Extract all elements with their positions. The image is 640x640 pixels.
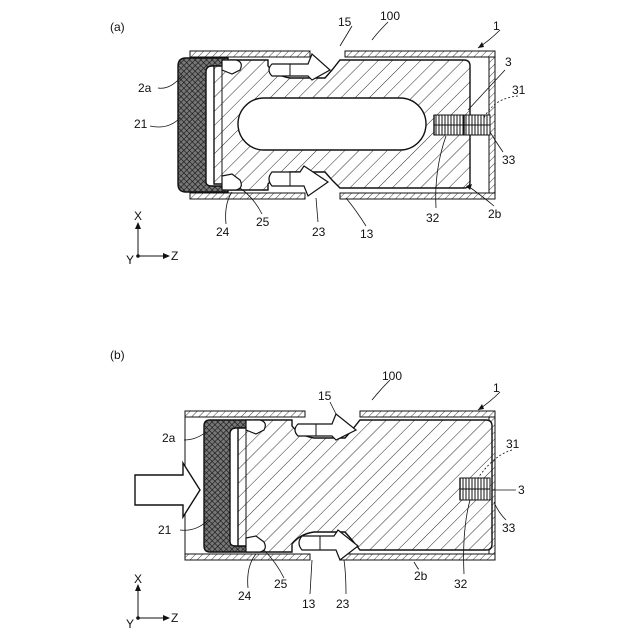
ref-2b-b: 2b [414, 569, 428, 583]
ref-23-b: 23 [336, 597, 350, 611]
ref-31-b: 31 [506, 437, 520, 451]
ref-100: 100 [380, 9, 400, 23]
ref-25-b: 25 [274, 577, 288, 591]
panel-b-label: (b) [110, 348, 125, 362]
ref-1: 1 [493, 19, 500, 33]
ref-13-b: 13 [302, 597, 316, 611]
ref-33-b: 33 [502, 521, 516, 535]
housing-top-wall-right [345, 51, 495, 57]
ref-24: 24 [216, 225, 230, 239]
housing-bottom-wall-left-b [185, 554, 310, 560]
ref-21: 21 [134, 117, 148, 131]
axis-x-label: X [134, 209, 142, 223]
ref-13: 13 [360, 227, 374, 241]
panel-b: (b) [110, 348, 525, 631]
panel-a-label: (a) [110, 20, 125, 34]
housing-top-wall-left [190, 51, 310, 57]
axis-z-label-b: Z [171, 611, 178, 625]
ref-32: 32 [426, 211, 440, 225]
ref-3-b: 3 [518, 483, 525, 497]
housing-bottom-wall-right [340, 193, 495, 199]
ref-21-b: 21 [158, 523, 172, 537]
axis-z-label: Z [171, 249, 178, 263]
ref-2b: 2b [488, 207, 502, 221]
ref-24-b: 24 [238, 589, 252, 603]
housing-top-wall-left-b [185, 411, 305, 417]
axis-y-label: Y [126, 253, 134, 267]
panel-a: (a) [110, 9, 526, 267]
ref-2a: 2a [138, 81, 152, 95]
axis-x-label-b: X [134, 572, 142, 586]
ref-23: 23 [312, 225, 326, 239]
housing-top-wall-right-b [360, 411, 495, 417]
ref-3: 3 [505, 55, 512, 69]
ref-25: 25 [256, 215, 270, 229]
oblong-hole [238, 98, 426, 150]
ref-1-b: 1 [493, 381, 500, 395]
axis-y-label-b: Y [126, 617, 134, 631]
ref-15: 15 [338, 15, 352, 29]
axis-indicator-b: X Y Z [126, 572, 178, 631]
slider-body-b [238, 420, 492, 552]
axis-indicator-a: X Y Z [126, 209, 178, 267]
snap-arm-top [269, 54, 330, 80]
ref-31: 31 [512, 83, 526, 97]
push-arrow [135, 463, 200, 517]
ref-2a-b: 2a [162, 431, 176, 445]
ref-15-b: 15 [318, 389, 332, 403]
ref-33: 33 [502, 153, 516, 167]
ref-100-b: 100 [382, 369, 402, 383]
housing-bottom-wall-right-b [340, 554, 495, 560]
ref-32-b: 32 [454, 577, 468, 591]
